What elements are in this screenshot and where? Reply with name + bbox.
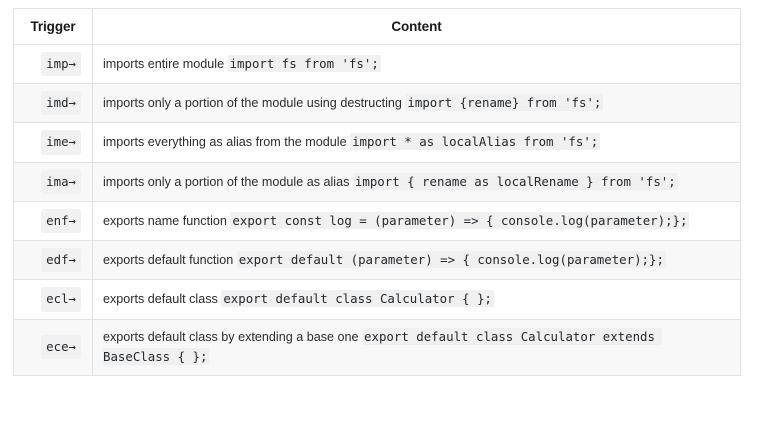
trigger-badge: ecl→ — [41, 287, 81, 312]
column-header-trigger: Trigger — [13, 8, 93, 45]
snippet-description: exports default class — [103, 292, 222, 307]
trigger-badge: ima→ — [41, 169, 81, 194]
table-body: imp→ imports entire module import fs from… — [13, 43, 741, 376]
content-cell: exports default class by extending a bas… — [92, 318, 741, 376]
trigger-badge: enf→ — [41, 208, 81, 234]
snippet-code: export const log = (parameter) => { cons… — [230, 211, 690, 229]
trigger-cell: ece→ — [13, 318, 93, 376]
trigger-cell: ime→ — [13, 122, 93, 163]
table-row: ece→ exports default class by extending a… — [13, 318, 741, 376]
snippet-description: exports default class by extending a bas… — [103, 329, 363, 344]
content-cell: imports entire module import fs from 'fs… — [92, 43, 741, 85]
snippet-description: exports default function — [103, 252, 237, 267]
table-header-row: Trigger Content — [13, 8, 741, 45]
trigger-badge: edf→ — [41, 248, 81, 273]
table-row: ime→ imports everything as alias from the… — [13, 122, 741, 163]
snippet-code: export default class Calculator { }; — [221, 290, 494, 308]
snippet-code: import fs from 'fs'; — [227, 54, 381, 72]
table-row: imp→ imports entire module import fs from… — [13, 43, 741, 85]
trigger-cell: imd→ — [13, 83, 93, 124]
snippet-description: exports name function — [103, 213, 231, 228]
trigger-cell: edf→ — [13, 240, 93, 281]
snippet-description: imports everything as alias from the mod… — [103, 135, 351, 150]
trigger-cell: imp→ — [13, 43, 93, 85]
trigger-badge: imd→ — [41, 91, 81, 116]
table-row: imd→ imports only a portion of the module… — [13, 83, 741, 124]
trigger-cell: enf→ — [13, 200, 93, 242]
trigger-cell: ima→ — [13, 161, 93, 202]
snippet-description: imports entire module — [103, 56, 228, 71]
snippet-description: imports only a portion of the module as … — [103, 174, 353, 189]
trigger-badge: ece→ — [41, 334, 81, 360]
snippet-code: export default (parameter) => { console.… — [236, 250, 666, 268]
snippet-code: import { rename as localRename } from 'f… — [352, 172, 678, 190]
table-header: Trigger Content — [13, 8, 741, 45]
content-cell: exports name function export const log =… — [92, 200, 741, 242]
table-row: edf→ exports default function export defa… — [13, 240, 741, 281]
content-cell: exports default function export default … — [92, 240, 741, 281]
table-row: ima→ imports only a portion of the module… — [13, 161, 741, 202]
trigger-badge: ime→ — [41, 130, 81, 155]
table-row: ecl→ exports default class export default… — [13, 279, 741, 320]
column-header-content: Content — [92, 8, 741, 45]
snippet-code: import {rename} from 'fs'; — [405, 94, 604, 112]
trigger-badge: imp→ — [41, 52, 81, 77]
snippets-table: Trigger Content imp→ imports entire modul… — [13, 8, 741, 376]
content-cell: imports everything as alias from the mod… — [92, 122, 741, 163]
snippet-code: import * as localAlias from 'fs'; — [350, 133, 601, 151]
content-cell: imports only a portion of the module usi… — [92, 83, 741, 124]
content-cell: imports only a portion of the module as … — [92, 161, 741, 202]
content-cell: exports default class export default cla… — [92, 279, 741, 320]
trigger-cell: ecl→ — [13, 279, 93, 320]
table-row: enf→ exports name function export const l… — [13, 200, 741, 242]
snippet-description: imports only a portion of the module usi… — [103, 96, 406, 111]
